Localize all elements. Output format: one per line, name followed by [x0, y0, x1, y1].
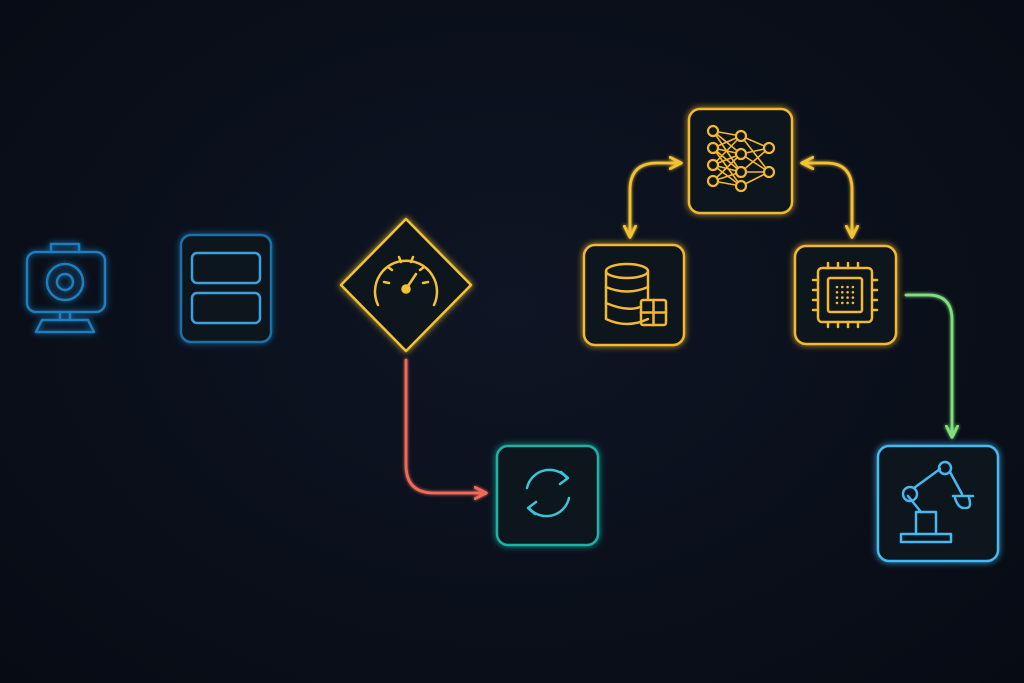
node-camera[interactable] [25, 242, 107, 334]
cpu-core-dot [835, 291, 839, 294]
cpu-core-dot [851, 301, 855, 305]
cpu-core-dot [851, 296, 855, 299]
camera-icon [25, 242, 107, 334]
cpu-core-dot [851, 285, 855, 289]
robot-arm-icon [899, 460, 975, 544]
buffer-stack-icon [190, 251, 262, 325]
cpu-core-dots [835, 285, 855, 305]
cpu-core-dot [846, 301, 849, 305]
node-gate[interactable] [339, 217, 473, 353]
cpu-core-dot [841, 301, 844, 305]
database-grid-icon [604, 262, 668, 327]
cpu-core-dot [846, 291, 849, 294]
node-robot[interactable] [876, 444, 1000, 563]
node-database[interactable] [582, 243, 686, 347]
cpu-chip-icon [811, 261, 879, 329]
node-neural-net[interactable] [687, 107, 794, 215]
cpu-core-dot [841, 296, 844, 299]
edge-database-neural-net [623, 156, 683, 239]
edge-neural-net-processor [800, 156, 859, 239]
cpu-core-dot [835, 285, 839, 289]
gauge-icon [373, 255, 439, 307]
cpu-core-dot [846, 285, 849, 289]
node-sync[interactable] [495, 444, 600, 547]
node-buffer[interactable] [179, 233, 273, 344]
cpu-core-dot [851, 291, 855, 294]
cpu-core-dot [841, 291, 844, 294]
cpu-core-dot [835, 296, 839, 299]
edge-gate-to-sync [404, 358, 488, 500]
cpu-core-dot [841, 285, 844, 289]
refresh-cycle-icon [525, 468, 571, 518]
cpu-core-dot [846, 296, 849, 299]
cpu-core-dot [835, 301, 839, 305]
node-processor[interactable] [793, 244, 898, 346]
edges [116, 156, 959, 500]
neural-network-icon [706, 124, 776, 193]
edge-processor-to-robot [904, 293, 959, 439]
